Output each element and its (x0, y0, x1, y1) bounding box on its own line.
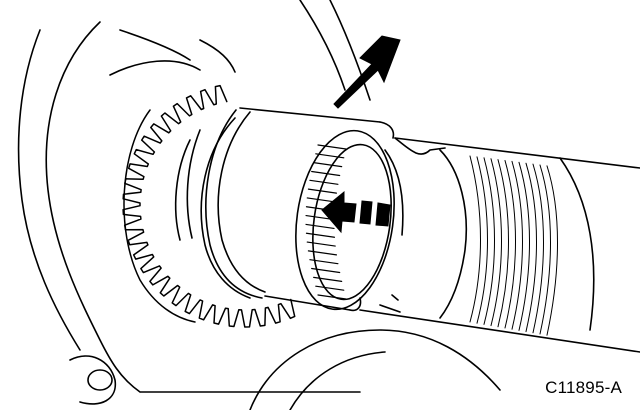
thread-line (518, 161, 530, 331)
thread-line (525, 162, 537, 333)
ring-gear (122, 84, 296, 328)
spline-line (313, 276, 343, 282)
sleeve-left-edge (205, 109, 263, 299)
thread-line (469, 155, 481, 323)
spline-line (309, 259, 339, 265)
axle-shaft-end (559, 157, 595, 331)
axle-shaft-step (379, 137, 446, 313)
figure-reference-code: C11895-A (545, 378, 622, 397)
axle-shaft-shoulder (439, 149, 468, 319)
sleeve-body (239, 107, 381, 311)
thread-line (483, 157, 495, 325)
spline-line (315, 153, 345, 159)
spline-line (305, 223, 335, 230)
retaining-clip (384, 149, 404, 301)
spline-line (317, 294, 347, 300)
housing-outline (45, 21, 361, 393)
thread-line (504, 160, 516, 329)
spline-line (307, 188, 338, 194)
thread-line (546, 165, 558, 336)
pointer-arrow-icon (333, 35, 401, 109)
gear-teeth (122, 84, 296, 328)
axle-shaft-top (394, 137, 640, 169)
spline-line (317, 144, 347, 150)
spline-line (305, 232, 336, 238)
housing-left-edge (17, 29, 81, 351)
thread-line (476, 156, 488, 324)
direction-arrow-icon (321, 190, 391, 234)
mount-hole (87, 369, 113, 391)
housing-boss-bottom (69, 355, 116, 405)
thread-line (539, 164, 551, 335)
spline-line (311, 267, 341, 274)
housing-inner-curve (109, 29, 201, 76)
housing-top-right (199, 0, 371, 101)
spline-line (309, 179, 339, 185)
gear-root-circle (123, 109, 196, 323)
shaft-spline-face (295, 129, 395, 311)
sleeve-right-lip (349, 121, 395, 312)
thread-line (490, 158, 502, 327)
spline-line (315, 285, 345, 291)
collar-ring-outer (200, 117, 251, 299)
thread-line (497, 159, 509, 328)
thread-line (511, 160, 523, 330)
shaft-thread-lines (469, 155, 558, 336)
spline-line (306, 241, 336, 247)
spline-line (307, 250, 338, 256)
spline-line (311, 170, 341, 177)
collar-ring-inner (217, 111, 266, 293)
thread-line (532, 163, 544, 334)
lower-housing-arc-2 (289, 351, 386, 410)
spline-line (313, 162, 343, 168)
spline-teeth (305, 144, 347, 300)
collar-ring-face (174, 129, 201, 241)
spline-line (306, 197, 336, 203)
axle-shaft-bottom (359, 309, 640, 353)
lower-housing-arc (249, 329, 501, 410)
